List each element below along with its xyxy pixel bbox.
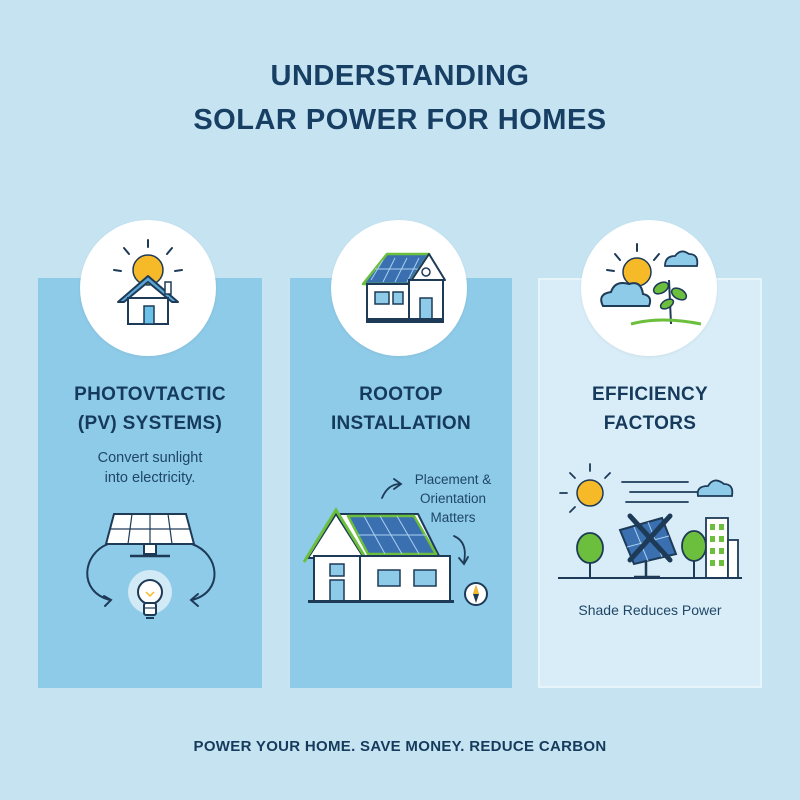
cloud-icon <box>696 479 734 497</box>
lightbulb-icon <box>128 570 172 619</box>
crossed-panel-icon <box>618 513 678 579</box>
card-2-note-line-1: Placement & <box>414 472 492 487</box>
house-solar-roof-icon <box>302 507 454 603</box>
efficiency-illustration <box>558 463 742 579</box>
card-2-note: Placement & Orientation Matters <box>396 470 510 527</box>
sun-icon <box>559 463 611 513</box>
card-1-description: Convert sunlight into electricity. <box>38 448 262 488</box>
curved-arrow-icon <box>381 478 469 566</box>
card-1-body-line-1: Convert sunlight <box>97 450 203 466</box>
card-2-heading-line-2: INSTALLATION <box>330 413 472 434</box>
card-2-heading: ROOTOP INSTALLATION <box>290 380 512 438</box>
card-1-heading-line-1: PHOTOVTACTIC <box>74 384 226 405</box>
house-solar-roof-icon <box>361 252 446 323</box>
card-1-heading-line-2: (PV) SYSTEMS) <box>77 413 223 434</box>
sun-house-icon <box>113 239 183 325</box>
card-2-heading-line-1: ROOTOP <box>359 384 443 405</box>
tree-icon <box>681 530 707 578</box>
tree-icon <box>576 532 604 578</box>
badge-pv <box>80 220 216 356</box>
compass-icon <box>464 582 488 606</box>
building-icon <box>705 517 739 579</box>
title-line-1: UNDERSTANDING <box>270 60 530 92</box>
cycle-arrows-icon <box>86 543 216 607</box>
rooftop-illustration <box>302 478 488 606</box>
sun-cloud-plant-icon <box>600 243 702 326</box>
card-2-note-line-3: Matters <box>430 510 476 525</box>
badge-rooftop <box>331 220 467 356</box>
card-1-body-line-2: into electricity. <box>104 470 196 486</box>
wind-lines-icon <box>621 481 699 503</box>
card-3-heading: EFFICIENCY FACTORS <box>538 380 762 438</box>
card-1-heading: PHOTOVTACTIC (PV) SYSTEMS) <box>38 380 262 438</box>
title-line-2: SOLAR POWER FOR HOMES <box>193 104 607 136</box>
card-3-caption: Shade Reduces Power <box>578 602 722 618</box>
badge-efficiency <box>581 220 717 356</box>
solar-panel-icon <box>104 513 196 558</box>
card-2-note-line-2: Orientation <box>419 491 487 506</box>
card-3-heading-line-1: EFFICIENCY <box>592 384 708 405</box>
card-3-heading-line-2: FACTORS <box>603 413 697 434</box>
footer-tagline: POWER YOUR HOME. SAVE MONEY. REDUCE CARB… <box>193 738 607 755</box>
pv-cycle-illustration <box>86 513 216 619</box>
